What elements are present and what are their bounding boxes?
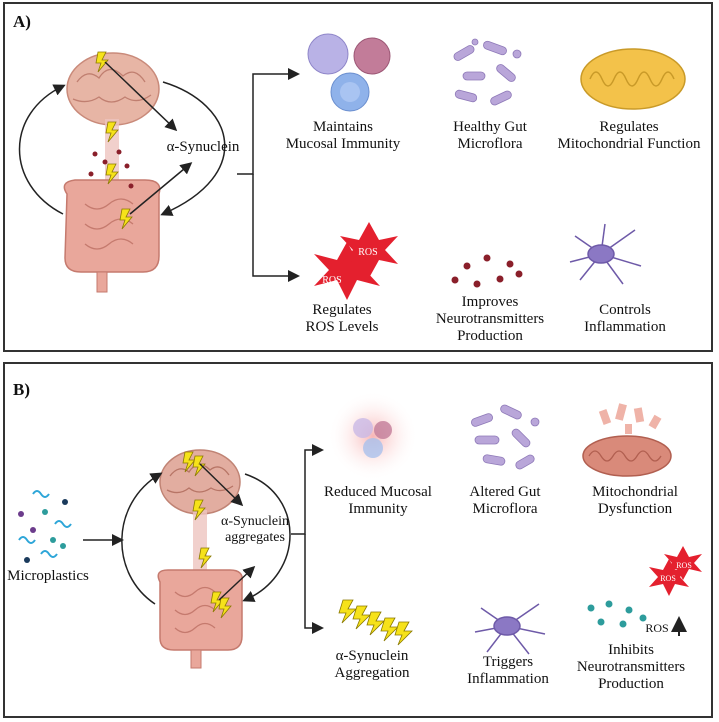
panel-a: A) [3,2,713,352]
microbes-icon [453,38,522,106]
ros-increase-label: ROS [645,621,669,635]
aggregation-lightning-icon [338,599,413,646]
panel-a-label: A) [13,12,31,31]
panel-a-artwork [18,33,686,300]
synuclein-dots [88,149,134,189]
mitochondria-icon [580,48,686,110]
ros-star-icon [649,546,702,596]
microplastics-icon [18,490,72,563]
intestine-icon [157,569,243,669]
intestine-icon [63,179,161,293]
ros-star-icon [314,222,398,300]
damaged-mitochondria-icon [582,403,672,477]
ros-star-text-2: ROS [358,247,378,258]
panel-b: B) [3,362,713,718]
synuclein-label: α-Synuclein [166,139,240,155]
neuron-icon [569,223,642,285]
neurotransmitter-dots [587,600,647,628]
panel-b-artwork [18,391,702,669]
immune-cells-icon [307,33,391,112]
lightning-icon [95,51,133,230]
reduced-immune-cells-icon [328,391,418,481]
lightning-icon [182,451,232,619]
ros-star-text-1: ROS [322,275,342,286]
neuron-icon [474,603,546,655]
neurotransmitter-dots [451,254,523,288]
ros-star-text-2: ROS [676,561,692,570]
brain-icon [159,449,241,582]
altered-microbes-icon [471,404,540,470]
panel-b-label: B) [13,380,30,399]
microplastics-label: Microplastics [7,568,89,584]
ros-star-text-1: ROS [660,574,676,583]
